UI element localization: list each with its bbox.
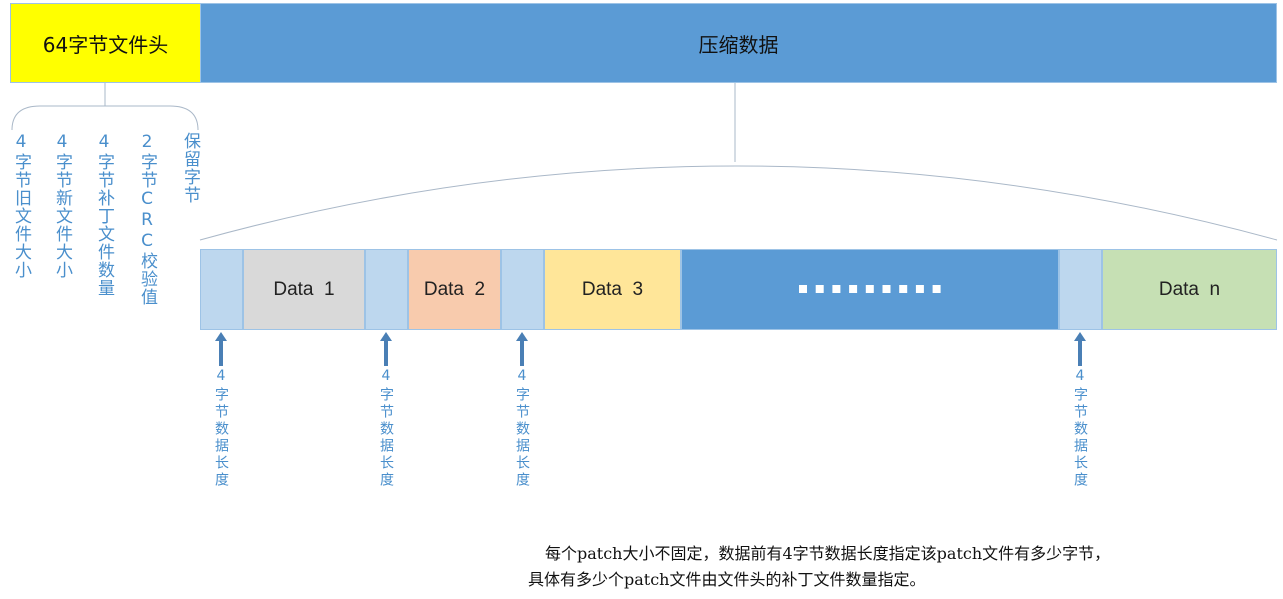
ellipsis-segment [681, 249, 1059, 330]
length-field [1059, 249, 1102, 330]
length-annotation: 4字节数据长度 [1072, 368, 1088, 489]
data-segment-label: Data 2 [423, 278, 486, 300]
length-field [200, 249, 243, 330]
note-line-1: 每个patch大小不固定，数据前有4字节数据长度指定该patch文件有多少字节， [545, 544, 1111, 563]
header-field-new-size: 4字节新文件大小 [52, 132, 72, 279]
length-annotation: 4字节数据长度 [378, 368, 394, 489]
data-row: Data 1 Data 2 Data 3 Data n [200, 249, 1277, 330]
length-annotation: 4字节数据长度 [213, 368, 229, 489]
data-segment-3: Data 3 [544, 249, 681, 330]
file-header-label: 64字节文件头 [42, 32, 169, 57]
header-field-crc: 2字节CRC校验值 [137, 132, 157, 306]
ellipsis-dots [799, 284, 941, 293]
file-header-block: 64字节文件头 [10, 3, 201, 83]
data-segment-label: Data 1 [273, 278, 335, 300]
header-field-reserved: 保留字节 [180, 132, 200, 204]
data-segment-label: Data n [1158, 278, 1221, 300]
note-line-2: 具体有多少个patch文件由文件头的补丁文件数量指定。 [528, 570, 926, 589]
length-field [501, 249, 544, 330]
header-field-patch-count: 4字节补丁文件数量 [94, 132, 114, 297]
compressed-data-block: 压缩数据 [200, 3, 1277, 83]
data-segment-1: Data 1 [243, 249, 365, 330]
data-segment-label: Data 3 [581, 278, 644, 300]
length-annotation: 4字节数据长度 [514, 368, 530, 489]
length-field [365, 249, 408, 330]
data-segment-n: Data n [1102, 249, 1277, 330]
up-arrow-icon [380, 332, 392, 366]
up-arrow-icon [215, 332, 227, 366]
up-arrow-icon [1074, 332, 1086, 366]
data-arc [199, 165, 1278, 241]
data-segment-2: Data 2 [408, 249, 501, 330]
header-field-old-size: 4字节旧文件大小 [11, 132, 31, 279]
header-brace [11, 105, 199, 131]
up-arrow-icon [516, 332, 528, 366]
compressed-data-label: 压缩数据 [698, 32, 779, 57]
